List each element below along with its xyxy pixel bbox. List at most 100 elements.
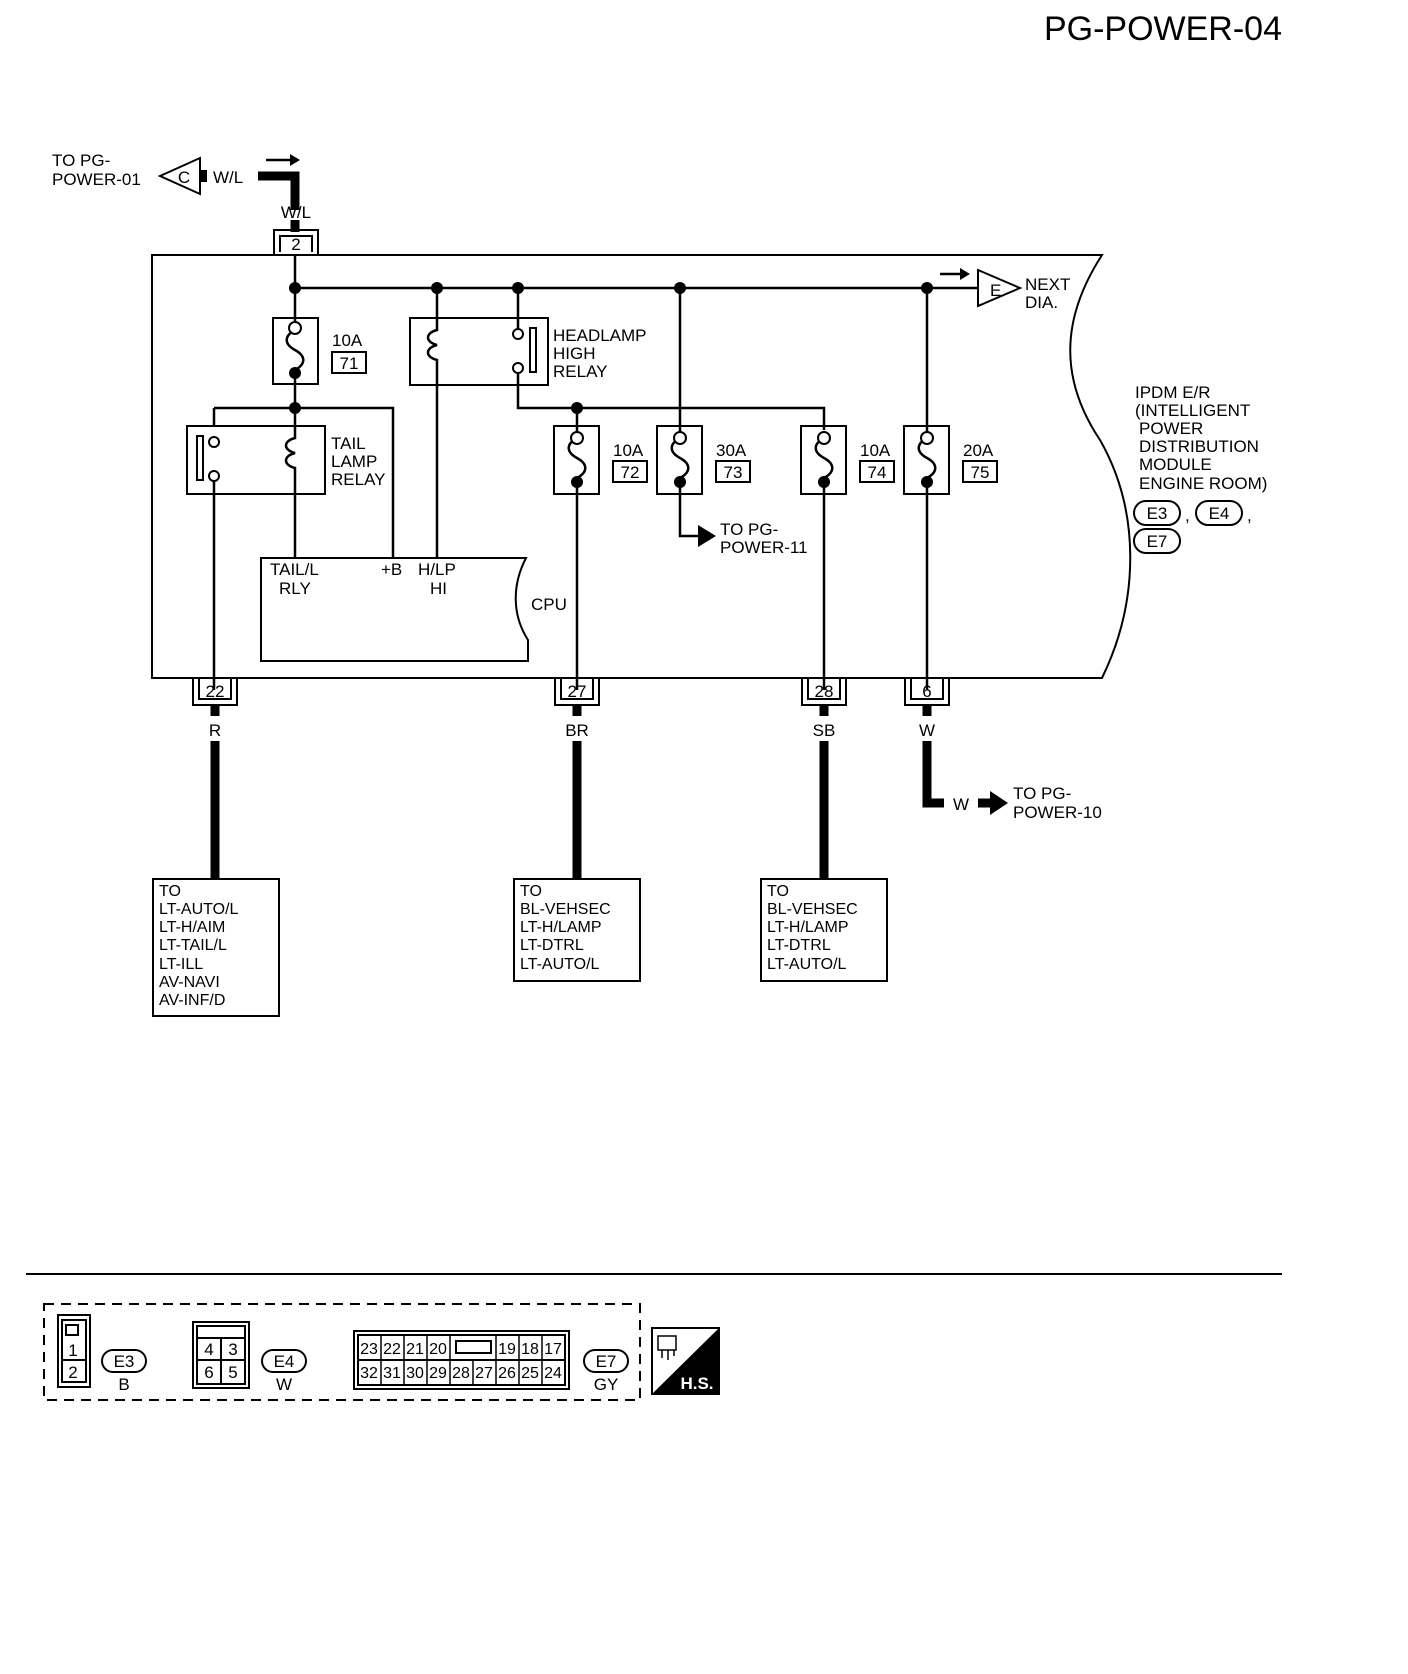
to-pg-power-11-arrow-icon (698, 525, 716, 547)
svg-text:E3: E3 (114, 1352, 135, 1371)
svg-text:LT-H/LAMP: LT-H/LAMP (520, 919, 602, 936)
svg-text:3: 3 (228, 1340, 237, 1359)
svg-text:E3: E3 (1147, 504, 1168, 523)
svg-text:BL-VEHSEC: BL-VEHSEC (767, 901, 858, 918)
terminal-27-label: 27 (568, 682, 587, 701)
cpu-hlp-1: H/LP (418, 560, 456, 579)
svg-text:27: 27 (475, 1365, 493, 1382)
svg-text:LT-ILL: LT-ILL (159, 956, 203, 973)
svg-text:LT-AUTO/L: LT-AUTO/L (767, 956, 847, 973)
svg-text:6: 6 (204, 1363, 213, 1382)
next-dia-line1: NEXT (1025, 275, 1070, 294)
connector-views-frame (43, 1303, 641, 1401)
svg-text:26: 26 (498, 1365, 516, 1382)
next-dia-arrow-icon (977, 268, 1023, 308)
to-pg-power-10-arrow-icon (990, 791, 1008, 815)
svg-text:,: , (1185, 506, 1190, 525)
fuse-73-amp: 30A (716, 441, 747, 460)
svg-text:GY: GY (594, 1375, 619, 1394)
cpu-plus-b: +B (381, 560, 402, 579)
svg-text:25: 25 (521, 1365, 539, 1382)
svg-text:TO: TO (767, 883, 789, 900)
destination-box-22 (152, 878, 280, 1017)
destination-box-27 (513, 878, 641, 982)
svg-text:17: 17 (544, 1341, 562, 1358)
svg-text:TO: TO (159, 883, 181, 900)
to-pg-power-11-line2: POWER-11 (720, 538, 808, 557)
svg-text:28: 28 (452, 1365, 470, 1382)
terminal-28-label: 28 (815, 682, 834, 701)
hs-label: H.S. (680, 1374, 713, 1393)
ipdm-label-5: MODULE (1139, 455, 1212, 474)
next-dia-letter: E (990, 281, 1001, 300)
svg-text:19: 19 (498, 1341, 516, 1358)
to-pg-power-10-line1: TO PG- (1013, 784, 1071, 803)
svg-text:LT-H/AIM: LT-H/AIM (159, 919, 225, 936)
svg-text:4: 4 (204, 1340, 213, 1359)
flow-arrow-head-icon (290, 154, 300, 166)
cpu-tail-l-1: TAIL/L (270, 560, 319, 579)
connector-view-e7: 23 22 21 20 19 18 17 32 31 30 29 28 27 2… (353, 1330, 629, 1394)
fuse-75-num: 75 (971, 463, 990, 482)
hs-harness-side-icon: H.S. (651, 1327, 720, 1395)
wire-6-color: W (919, 721, 935, 740)
ipdm-label-3: POWER (1139, 419, 1203, 438)
ipdm-label-1: IPDM E/R (1135, 383, 1211, 402)
terminal-22-label: 22 (206, 682, 225, 701)
ipdm-label-6: ENGINE ROOM) (1139, 474, 1267, 493)
svg-text:18: 18 (521, 1341, 539, 1358)
fuse-71-amp: 10A (332, 331, 363, 350)
ipdm-connector-e3 (1133, 500, 1181, 526)
svg-text:AV-NAVI: AV-NAVI (159, 974, 220, 991)
connector-view-e3: 1 2 E3 B (57, 1314, 147, 1394)
svg-text:LT-TAIL/L: LT-TAIL/L (159, 937, 227, 954)
svg-text:LT-H/LAMP: LT-H/LAMP (767, 919, 849, 936)
svg-text:E4: E4 (274, 1352, 295, 1371)
svg-text:5: 5 (228, 1363, 237, 1382)
input-wire-color: W/L (213, 168, 243, 187)
fuse-74-element-icon (814, 436, 834, 480)
connector-c-pin (200, 170, 207, 182)
svg-text:24: 24 (544, 1365, 562, 1382)
svg-text:E4: E4 (1209, 504, 1230, 523)
svg-text:30: 30 (406, 1365, 424, 1382)
cpu-tail-l-2: RLY (279, 579, 311, 598)
svg-text:31: 31 (383, 1365, 401, 1382)
svg-text:BL-VEHSEC: BL-VEHSEC (520, 901, 611, 918)
svg-text:29: 29 (429, 1365, 447, 1382)
ipdm-module-outline (151, 254, 1132, 679)
svg-text:E7: E7 (596, 1352, 617, 1371)
next-dia-line2: DIA. (1025, 293, 1058, 312)
svg-text:20: 20 (429, 1341, 447, 1358)
input-wire (258, 171, 300, 210)
to-pg-power-01-line1: TO PG- (52, 151, 110, 170)
fuse-74-num: 74 (868, 463, 887, 482)
wire-22-color: R (209, 721, 221, 740)
wire-6 (922, 741, 944, 808)
terminal-2-label: 2 (291, 235, 300, 254)
to-pg-power-10-color: W (953, 795, 969, 814)
cpu-block (260, 557, 529, 662)
next-dia-flow-arrow-icon (960, 268, 970, 280)
headlamp-relay-label-2: HIGH (553, 344, 596, 363)
svg-text:E7: E7 (1147, 532, 1168, 551)
fuse-75-amp: 20A (963, 441, 994, 460)
svg-text:LT-AUTO/L: LT-AUTO/L (159, 901, 239, 918)
fuse-73-num: 73 (724, 463, 743, 482)
svg-text:TO: TO (520, 883, 542, 900)
svg-text:B: B (118, 1375, 129, 1394)
svg-text:W: W (276, 1375, 292, 1394)
fuse-74-amp: 10A (860, 441, 891, 460)
svg-text:23: 23 (360, 1341, 378, 1358)
fuse-71-num: 71 (340, 354, 359, 373)
svg-text:,: , (1247, 506, 1252, 525)
tail-lamp-relay (186, 425, 326, 495)
tail-relay-label-2: LAMP (331, 452, 377, 471)
svg-text:LT-DTRL: LT-DTRL (520, 937, 584, 954)
headlamp-relay-label-3: RELAY (553, 362, 608, 381)
tail-relay-coil-icon (284, 408, 297, 558)
power-bus (293, 255, 978, 290)
ipdm-connector-e7 (1133, 528, 1181, 554)
svg-text:1: 1 (68, 1341, 77, 1360)
